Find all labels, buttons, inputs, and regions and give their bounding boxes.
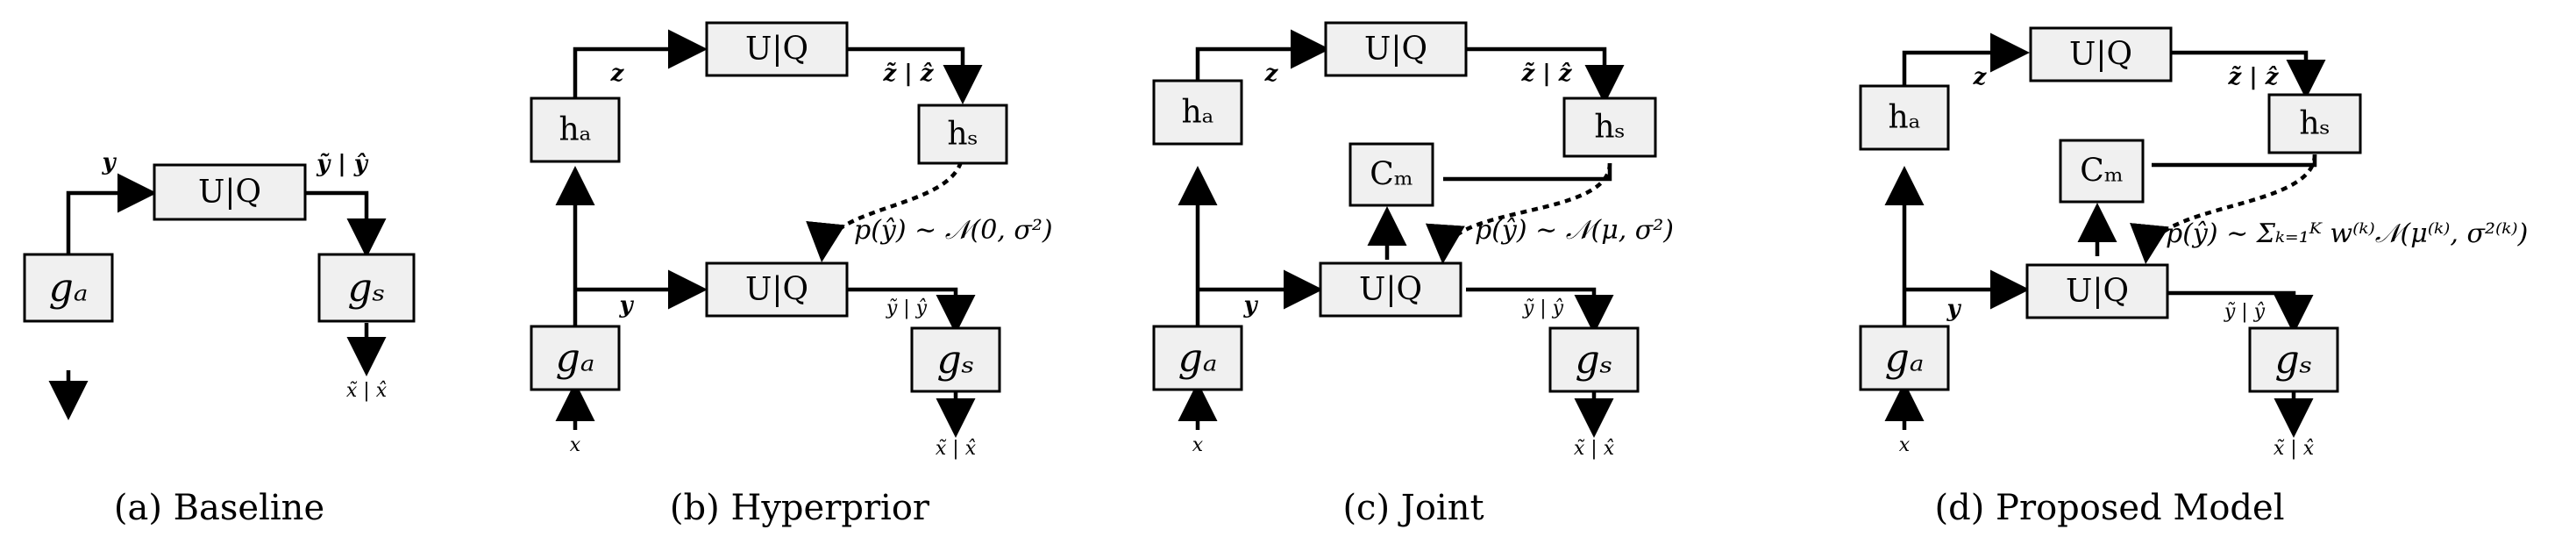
panel-hyperprior: gₐ hₐ U|Q hₛ U|Q gₛ z z̃ | ẑ y ỹ | ŷ x x… — [530, 21, 1053, 460]
cm-label: Cₘ — [2080, 154, 2124, 190]
uq-label-top: U|Q — [2069, 37, 2132, 73]
line-hs-to-cm — [2152, 154, 2317, 168]
uq-box — [153, 163, 307, 221]
gs-box — [910, 326, 1001, 393]
uq-box-bottom — [705, 261, 849, 318]
gs-box — [1548, 326, 1640, 393]
caption-proposed: (d) Proposed Model — [1935, 488, 2285, 528]
signal-x: x — [1192, 434, 1204, 456]
ha-box — [530, 97, 621, 163]
uq-box-top — [2029, 26, 2173, 82]
ha-label: hₐ — [559, 112, 591, 148]
prior-formula: p(ŷ) ∼ Σₖ₌₁ᴷ w⁽ᵏ⁾𝒩(μ⁽ᵏ⁾, σ²⁽ᵏ⁾) — [2166, 218, 2528, 249]
ga-box — [1859, 325, 1950, 391]
uq-label-bottom: U|Q — [2066, 274, 2129, 310]
signal-y-tilde-hat: ỹ | ŷ — [316, 151, 369, 177]
cm-box — [2059, 139, 2145, 204]
caption-baseline: (a) Baseline — [114, 488, 324, 528]
signal-z: z — [1973, 64, 1988, 90]
signal-x-tilde-hat: x̃ | x̂ — [346, 380, 388, 402]
arrow-uq-to-gs — [305, 190, 387, 258]
gs-label: gₛ — [937, 338, 975, 383]
gs-box — [2248, 326, 2339, 393]
uq-label: U|Q — [198, 175, 261, 211]
uq-box-bottom — [2025, 263, 2169, 319]
arrow-hs-to-uq-dashed — [1426, 162, 1612, 264]
signal-y: y — [101, 149, 117, 175]
hs-label: hₛ — [1594, 110, 1625, 146]
uq-label-top: U|Q — [745, 32, 808, 68]
arrow-hs-to-uq-dashed — [2130, 154, 2317, 264]
ga-label: gₐ — [1885, 336, 1925, 381]
signal-z: z — [610, 61, 625, 87]
signal-y-tilde-hat: ỹ | ŷ — [1522, 297, 1564, 319]
hs-box — [1562, 97, 1657, 158]
signal-z-tilde-hat: z̃ | ẑ — [1520, 61, 1572, 87]
uq-box-top — [705, 21, 849, 77]
caption-joint: (c) Joint — [1342, 488, 1484, 528]
signal-z-tilde-hat: z̃ | ẑ — [2227, 64, 2279, 90]
ga-label: gₐ — [556, 336, 595, 381]
hs-label: hₛ — [2299, 106, 2330, 142]
signal-x-tilde-hat: x̃ | x̂ — [936, 438, 977, 460]
ga-box — [1152, 325, 1243, 391]
signal-x-tilde-hat: x̃ | x̂ — [1574, 438, 1615, 460]
ga-label: gₐ — [49, 266, 89, 311]
prior-formula: p(ŷ) ∼ 𝒩(μ, σ²) — [1475, 215, 1674, 246]
arrow-ha-to-uq — [1902, 32, 2030, 88]
signal-y: y — [618, 292, 634, 319]
ha-box — [1152, 79, 1243, 146]
arrow-ha-to-uq — [573, 29, 708, 98]
hs-box — [2267, 93, 2362, 154]
ha-label: hₐ — [1181, 95, 1213, 131]
arrow-uq-to-hs — [847, 47, 983, 104]
prior-formula: p(ŷ) ∼ 𝒩(0, σ²) — [854, 215, 1053, 246]
signal-x: x — [63, 383, 75, 405]
gs-label: gₛ — [2275, 338, 2313, 383]
signal-x-tilde-hat: x̃ | x̂ — [2274, 438, 2315, 460]
uq-box-top — [1324, 21, 1468, 77]
gs-box — [317, 253, 416, 323]
signal-x: x — [570, 434, 581, 456]
caption-hyperprior: (b) Hyperprior — [670, 488, 930, 528]
panel-proposed: gₐ hₐ U|Q hₛ Cₘ U|Q gₛ z z̃ | ẑ y ỹ | ŷ … — [1859, 26, 2528, 460]
uq-label-bottom: U|Q — [745, 272, 808, 308]
hs-box — [917, 104, 1008, 165]
arrow-uq-to-gs — [1466, 287, 1614, 334]
signal-y: y — [1946, 296, 1961, 322]
hs-label: hₛ — [947, 117, 978, 153]
ha-box — [1859, 84, 1950, 151]
uq-box-bottom — [1319, 261, 1462, 318]
signal-y-tilde-hat: ỹ | ŷ — [2224, 301, 2266, 323]
arrow-uq-to-hs — [1466, 47, 1625, 104]
signal-y: y — [1242, 292, 1258, 319]
gs-label: gₛ — [348, 266, 386, 311]
signal-z: z — [1264, 61, 1279, 87]
line-hs-to-cm — [1443, 163, 1612, 182]
arrow-uq-to-hs — [2171, 50, 2326, 99]
arrow-uq-to-gs — [2167, 290, 2314, 334]
panel-joint: gₐ hₐ U|Q hₛ Cₘ U|Q gₛ z z̃ | ẑ y ỹ | ŷ … — [1152, 21, 1674, 460]
gs-label: gₛ — [1576, 338, 1613, 383]
panel-baseline: gₐ U|Q gₛ y ỹ | ŷ x x̃ | x̂ — [23, 149, 416, 420]
cm-label: Cₘ — [1370, 157, 1413, 193]
ha-label: hₐ — [1888, 100, 1920, 136]
ga-box — [23, 253, 114, 323]
arrow-uq-to-gs — [847, 287, 976, 334]
cm-box — [1348, 142, 1434, 207]
ga-label: gₐ — [1178, 336, 1218, 381]
arrow-hs-to-uq-dashed — [806, 150, 965, 262]
ga-box — [530, 325, 621, 391]
uq-label-bottom: U|Q — [1359, 272, 1422, 308]
arrow-ga-to-uq — [66, 173, 157, 254]
signal-y-tilde-hat: ỹ | ŷ — [886, 297, 928, 319]
signal-z-tilde-hat: z̃ | ẑ — [882, 61, 934, 87]
uq-label-top: U|Q — [1364, 32, 1427, 68]
signal-x: x — [1899, 434, 1911, 456]
